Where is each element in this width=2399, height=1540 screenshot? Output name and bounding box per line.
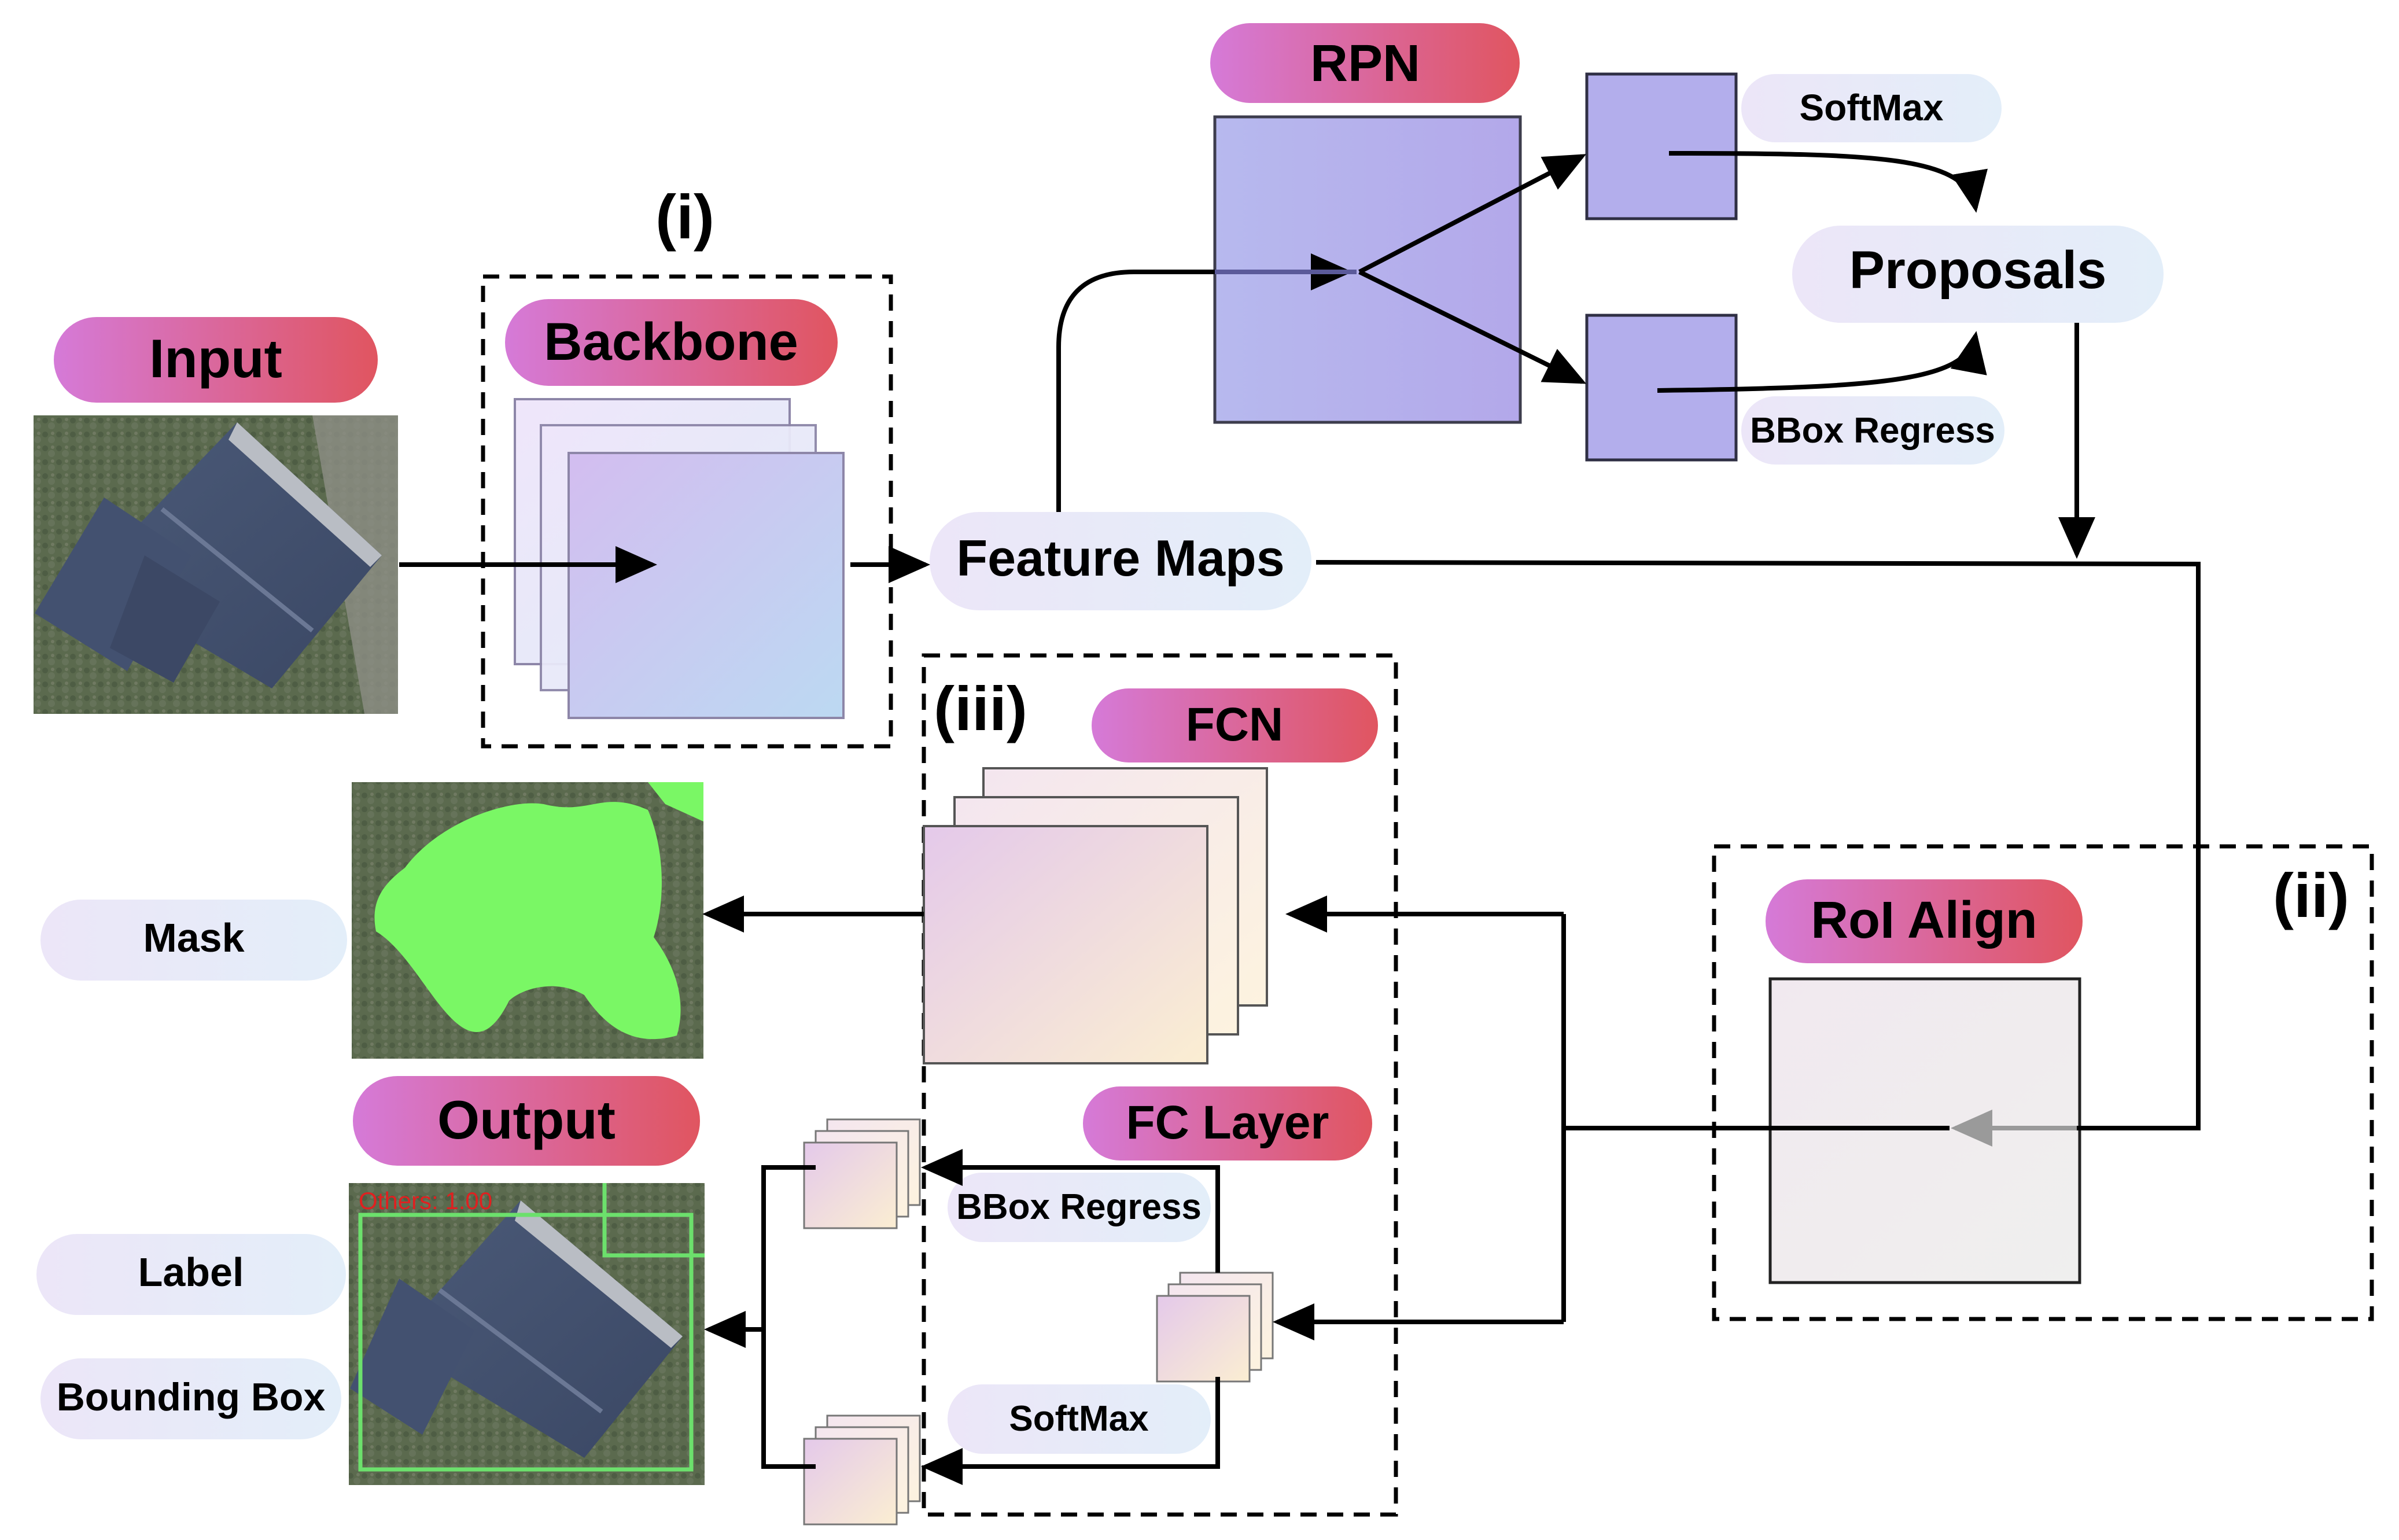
output-label: Output [437,1089,616,1150]
roi-align-pill [1766,879,2083,963]
rpn-cls-box [1585,72,1738,220]
rpn-label: RPN [1310,35,1420,93]
backbone-pill [505,299,838,386]
roi-align-box [1768,977,2081,1284]
softmax-top-pill [1741,74,2002,142]
fcn-layers [923,767,1268,1064]
detection-bbox [358,1213,694,1472]
label-pill [36,1234,346,1315]
softmax-top-label: SoftMax [1800,87,1944,128]
fcn-pill [1092,688,1378,762]
section-i-label: (i) [655,182,714,252]
rpn-pill [1210,23,1520,103]
section-ii-box [1712,844,2374,1321]
mask-image [352,782,703,1059]
proposals-pill [1792,226,2164,323]
feature-maps-label: Feature Maps [956,529,1284,587]
input-label: Input [149,328,282,389]
fc-layer-stack-top [803,1118,921,1229]
input-image [34,415,398,714]
roi-align-label: RoI Align [1811,891,2037,949]
connectors [399,151,2201,1485]
fc-layer-label: FC Layer [1126,1096,1329,1149]
output-image: Others: 1.00 [349,1183,705,1485]
fc-layer-stack-bottom [803,1414,921,1526]
bounding-box-pill [40,1358,341,1439]
fc-layer-pill [1083,1086,1372,1160]
bounding-box-label: Bounding Box [57,1375,326,1419]
proposals-label: Proposals [1849,241,2107,300]
input-pill [54,317,378,403]
fcn-label: FCN [1186,698,1284,751]
fc-layer-stack-middle [1156,1272,1274,1383]
label-label: Label [138,1250,244,1295]
mask-label: Mask [143,915,244,960]
backbone-label: Backbone [544,312,798,371]
bbox-regress-bottom-label: BBox Regress [956,1187,1202,1227]
bbox-regress-top-pill [1741,396,2004,465]
section-i-box [481,274,893,749]
softmax-bottom-pill [948,1384,1211,1454]
softmax-bottom-label: SoftMax [1009,1399,1149,1439]
backbone-layers [514,398,845,719]
mask-pill [40,900,347,981]
feature-maps-pill [930,512,1311,610]
output-pill [353,1076,700,1166]
detection-text: Others: 1.00 [359,1187,492,1214]
section-iii-label: (iii) [934,673,1027,743]
bbox-regress-top-label: BBox Regress [1750,411,1995,451]
bbox-regress-bottom-pill [948,1173,1211,1242]
section-ii-label: (ii) [2273,860,2349,930]
